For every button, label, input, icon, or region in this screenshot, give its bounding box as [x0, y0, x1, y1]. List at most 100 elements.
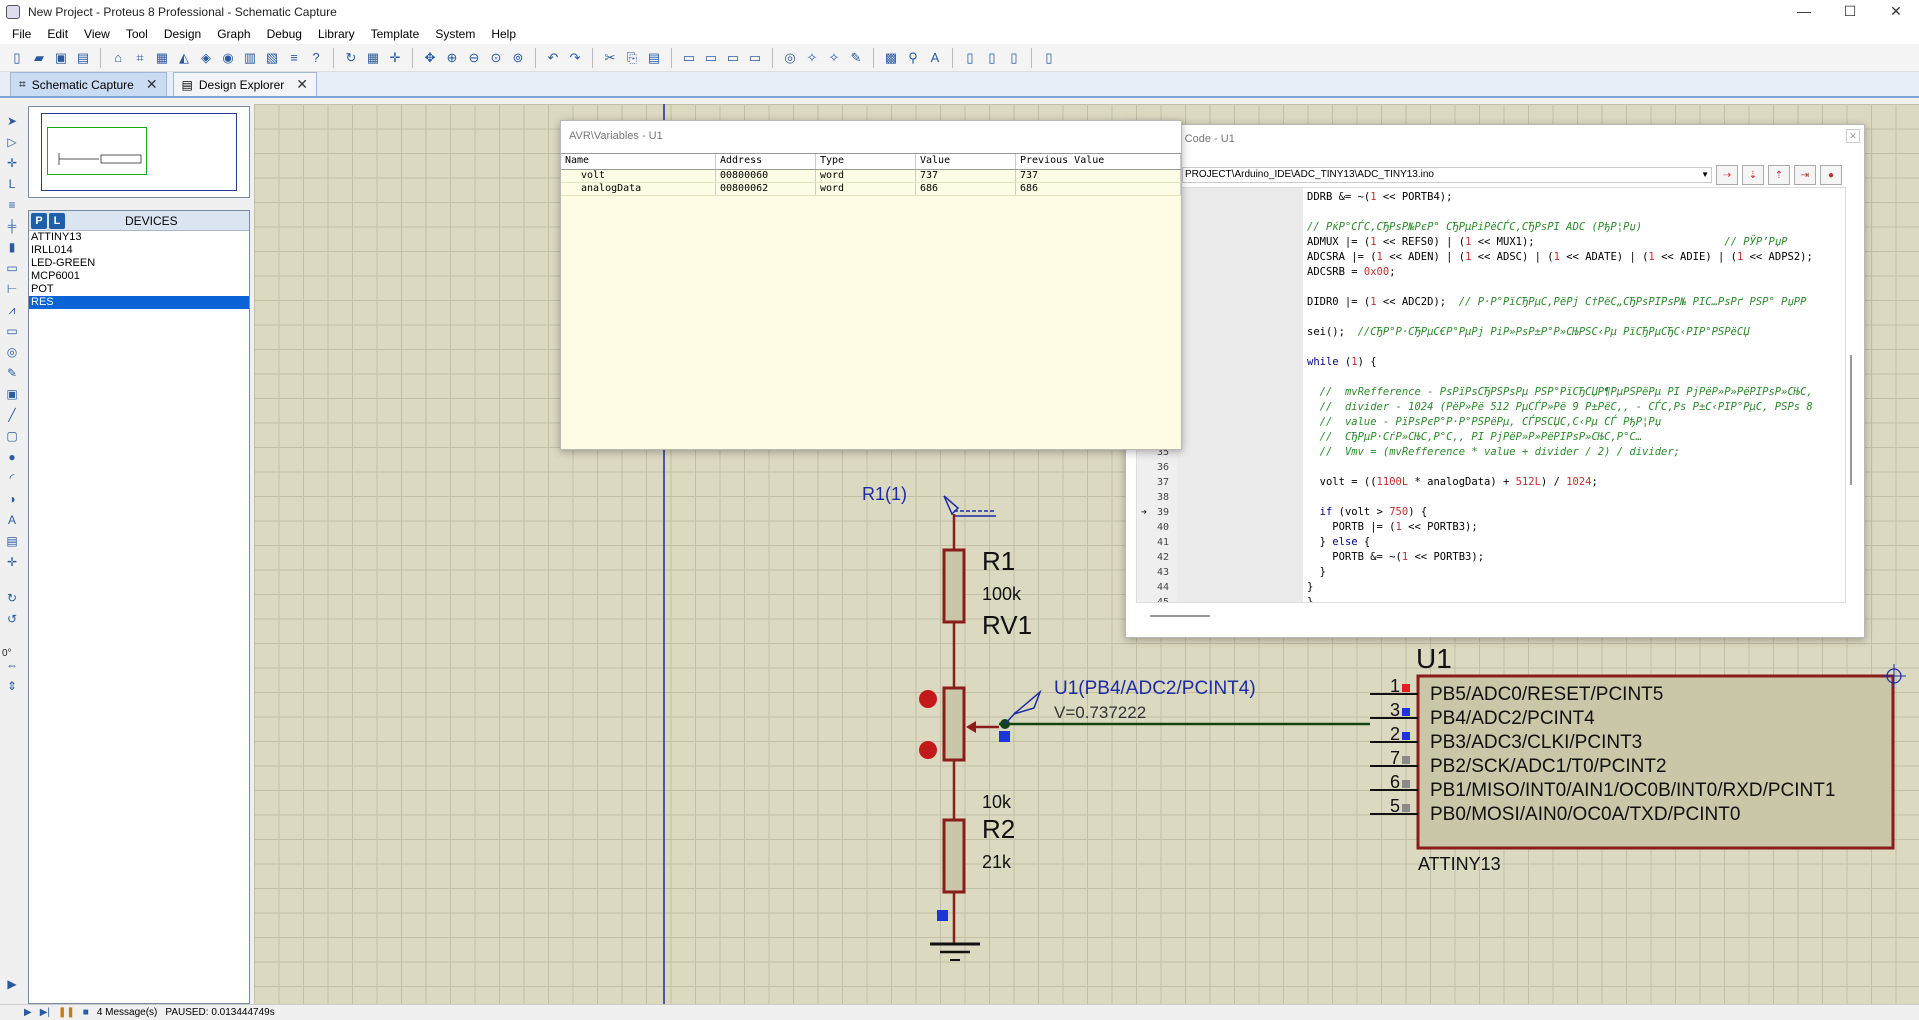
- column-header-previous-value[interactable]: Previous Value: [1016, 154, 1181, 169]
- device-item[interactable]: MCP6001: [31, 270, 80, 282]
- block-delete-icon[interactable]: ▭: [748, 49, 762, 65]
- grid-icon[interactable]: ▦: [366, 49, 380, 65]
- source-code-window[interactable]: ce Code - U1 ✕ PROJECT\Arduino_IDE\ADC_T…: [1125, 124, 1865, 638]
- step-over-icon[interactable]: ⇢: [1716, 165, 1738, 185]
- vertical-scrollbar[interactable]: [1850, 355, 1852, 485]
- code-line[interactable]: [1137, 205, 1845, 220]
- code-line[interactable]: // divider - 1024 (РёР»Рё 512 РµСЃР»Рё 9…: [1137, 400, 1845, 415]
- code-line[interactable]: 41 } else {: [1137, 535, 1845, 550]
- new-sheet-icon[interactable]: ▯: [966, 49, 974, 65]
- mirror-y-icon[interactable]: ⇕: [6, 679, 18, 693]
- netlist-icon[interactable]: ▯: [1045, 49, 1053, 65]
- notes-icon[interactable]: ≡: [290, 50, 298, 65]
- instrument-icon[interactable]: ▣: [6, 387, 18, 401]
- menu-design[interactable]: Design: [163, 27, 202, 41]
- import-icon[interactable]: ▤: [76, 49, 90, 65]
- code-line[interactable]: // СЂРµР·СѓР»СЊС‚Р°С‚, РІ РјРёР»Р»РёРІРѕ…: [1137, 430, 1845, 445]
- pin-icon[interactable]: ⊢: [6, 282, 18, 296]
- library-icon[interactable]: ◭: [179, 49, 189, 65]
- pan-icon[interactable]: ✥: [424, 49, 436, 65]
- minimize-button[interactable]: —: [1797, 3, 1811, 19]
- code-line[interactable]: DDRB &= ~(1 << PORTB4);: [1137, 190, 1845, 205]
- redo-icon[interactable]: ↷: [569, 49, 581, 65]
- code-line[interactable]: // value - РїРѕРєР°Р·Р°РЅРёРµ, СЃРЅСЏС‚С…: [1137, 415, 1845, 430]
- rotate-cw-icon[interactable]: ↻: [6, 591, 18, 605]
- new-file-icon[interactable]: ▯: [13, 49, 21, 65]
- packaging-icon[interactable]: ✧: [828, 49, 840, 65]
- code-line[interactable]: // mvRefference - РѕРїРѕСЂРЅРѕРµ РЅР°РїС…: [1137, 385, 1845, 400]
- selection-mode-icon[interactable]: ➤: [6, 114, 18, 128]
- pause-icon[interactable]: ❚❚: [58, 1007, 75, 1018]
- wire-label-icon[interactable]: L: [8, 177, 16, 191]
- remove-sheet-icon[interactable]: ▯: [988, 49, 996, 65]
- text-script-icon[interactable]: ≡: [8, 198, 16, 212]
- junction-mode-icon[interactable]: ✛: [6, 156, 18, 170]
- menu-tool[interactable]: Tool: [125, 27, 148, 41]
- code-line[interactable]: DIDR0 |= (1 << ADC2D); // Р·Р°РїСЂРµС‚Рё…: [1137, 295, 1845, 310]
- terminal-icon[interactable]: ▭: [6, 261, 18, 275]
- step-out-icon[interactable]: ⇡: [1768, 165, 1790, 185]
- 3d-icon[interactable]: ◉: [222, 49, 234, 65]
- marker-icon[interactable]: ✛: [6, 555, 18, 569]
- code-line[interactable]: 39➔ if (volt > 750) {: [1137, 505, 1845, 520]
- menu-edit[interactable]: Edit: [47, 27, 69, 41]
- source-code-view[interactable]: DDRB &= ~(1 << PORTB4);// РќР°СЃС‚СЂРѕР№…: [1136, 187, 1846, 603]
- code-line[interactable]: [1137, 280, 1845, 295]
- code-line[interactable]: 35 // Vmv = (mvRefference * value + divi…: [1137, 445, 1845, 460]
- subcircuit-icon[interactable]: ▮: [8, 240, 16, 254]
- column-header-type[interactable]: Type: [816, 154, 916, 169]
- maximize-button[interactable]: ☐: [1843, 3, 1857, 19]
- avr-variables-window[interactable]: AVR\Variables - U1 Name Address Type Val…: [560, 120, 1182, 450]
- step-icon[interactable]: ▶|: [39, 1007, 50, 1018]
- menu-template[interactable]: Template: [370, 27, 420, 41]
- menu-library[interactable]: Library: [317, 27, 355, 41]
- overview-window[interactable]: [28, 106, 250, 198]
- search-icon[interactable]: ⚲: [908, 49, 918, 65]
- column-header-value[interactable]: Value: [916, 154, 1016, 169]
- make-device-icon[interactable]: ✧: [806, 49, 818, 65]
- block-copy-icon[interactable]: ▭: [682, 49, 696, 65]
- code-line[interactable]: 43 }: [1137, 565, 1845, 580]
- library-manager-button[interactable]: L: [49, 212, 65, 229]
- device-item[interactable]: POT: [31, 283, 54, 295]
- table-row[interactable]: volt 00800060 word 737 737: [561, 170, 1181, 183]
- device-item-selected[interactable]: RES: [29, 296, 249, 309]
- save-icon[interactable]: ▣: [54, 49, 68, 65]
- device-item[interactable]: ATTINY13: [31, 231, 82, 243]
- device-item[interactable]: IRLL014: [31, 244, 73, 256]
- play-icon[interactable]: ▶: [24, 1007, 32, 1018]
- code-line[interactable]: [1137, 340, 1845, 355]
- zoom-all-icon[interactable]: ⊙: [490, 49, 502, 65]
- play-icon[interactable]: ▶: [7, 977, 17, 991]
- box-icon[interactable]: ▢: [6, 429, 18, 443]
- path-icon[interactable]: ◑: [8, 492, 16, 506]
- mirror-x-icon[interactable]: ⇔: [6, 658, 18, 672]
- column-header-name[interactable]: Name: [561, 154, 716, 169]
- code-line[interactable]: ADMUX |= (1 << REFS0) | (1 << MUX1); // …: [1137, 235, 1845, 250]
- table-row[interactable]: analogData 00800062 word 686 686: [561, 183, 1181, 196]
- code-line[interactable]: [1137, 370, 1845, 385]
- origin-icon[interactable]: ✛: [389, 49, 401, 65]
- menu-help[interactable]: Help: [491, 27, 517, 41]
- code-line[interactable]: ADCSRA |= (1 << ADEN) | (1 << ADSC) | (1…: [1137, 250, 1845, 265]
- text-icon[interactable]: A: [7, 513, 16, 527]
- code-line[interactable]: 40 PORTB |= (1 << PORTB3);: [1137, 520, 1845, 535]
- menu-graph[interactable]: Graph: [217, 27, 251, 41]
- menu-system[interactable]: System: [435, 27, 476, 41]
- messages-status[interactable]: 4 Message(s): [96, 1007, 158, 1018]
- open-folder-icon[interactable]: ▰: [34, 49, 44, 65]
- copy-icon[interactable]: ⎘: [626, 49, 638, 65]
- stop-icon[interactable]: ■: [82, 1007, 89, 1018]
- circle-icon[interactable]: ●: [8, 450, 16, 464]
- property-assign-icon[interactable]: A: [930, 50, 940, 65]
- source-file-select[interactable]: PROJECT\Arduino_IDE\ADC_TINY13\ADC_TINY1…: [1182, 167, 1712, 183]
- rotate-ccw-icon[interactable]: ↺: [6, 612, 18, 626]
- code-line[interactable]: ADCSRB = 0x00;: [1137, 265, 1845, 280]
- generator-icon[interactable]: ◎: [6, 345, 18, 359]
- pcb-icon[interactable]: ▦: [155, 49, 169, 65]
- code-line[interactable]: 42 PORTB &= ~(1 << PORTB3);: [1137, 550, 1845, 565]
- step-into-icon[interactable]: ⇣: [1742, 165, 1764, 185]
- symbol-icon[interactable]: ▤: [6, 534, 18, 548]
- menu-debug[interactable]: Debug: [266, 27, 302, 41]
- column-header-address[interactable]: Address: [716, 154, 816, 169]
